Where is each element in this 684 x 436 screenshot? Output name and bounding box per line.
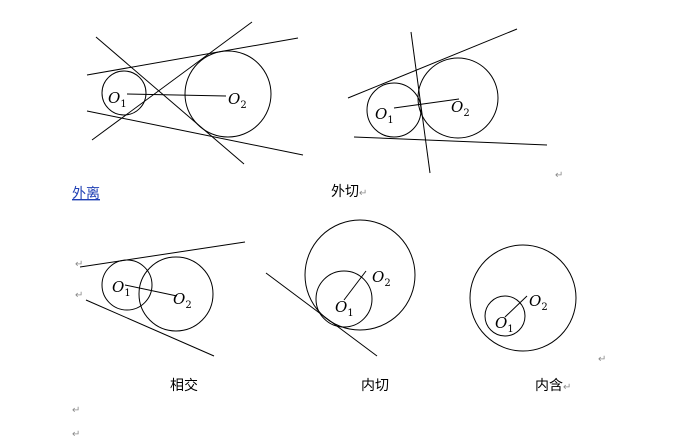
circle-o1 <box>484 295 526 337</box>
panel-intersecting: O1 O2 相交 ↵ ↵ <box>75 241 246 394</box>
center-line <box>504 295 528 318</box>
panel-contained: O1 O2 内含 ↵ ↵ <box>469 244 606 394</box>
caption-internally-tangent: 内切 <box>361 378 389 394</box>
tangent-line <box>86 37 299 76</box>
center-label-o1: O1 <box>495 314 514 335</box>
center-label-o1: O1 <box>335 298 354 319</box>
circle-o2 <box>184 50 272 138</box>
center-line <box>393 98 460 109</box>
caption-contained: 内含 <box>535 378 563 394</box>
circle-o2 <box>417 57 499 139</box>
tangent-line <box>86 110 304 156</box>
center-label-o1: O1 <box>112 278 131 299</box>
circle-o1 <box>315 270 373 328</box>
tangent-line <box>85 299 215 357</box>
caption-separated: 外离 <box>72 185 100 202</box>
paragraph-mark: ↵ <box>555 170 563 181</box>
center-label-o2: O2 <box>372 268 391 289</box>
circle-o1 <box>101 70 147 116</box>
caption-intersecting: 相交 <box>170 377 198 394</box>
circle-o2 <box>138 256 214 332</box>
paragraph-mark: ↵ <box>563 382 571 393</box>
panel-internally-tangent: O1 O2 内切 <box>265 219 416 394</box>
tangent-line <box>353 136 548 146</box>
panel-externally-tangent: O1 O2 外切 ↵ ↵ <box>331 28 563 200</box>
tangent-line <box>91 21 253 141</box>
tangent-line <box>79 241 246 268</box>
circle-o2 <box>469 244 577 352</box>
tangent-line <box>347 28 518 99</box>
circle-o1 <box>101 259 153 311</box>
center-label-o2: O2 <box>451 98 470 119</box>
tangent-line <box>95 36 245 165</box>
paragraph-mark: ↵ <box>75 259 83 270</box>
center-label-o1: O1 <box>108 89 127 110</box>
center-line <box>124 284 178 297</box>
paragraph-mark: ↵ <box>72 405 80 416</box>
paragraph-mark: ↵ <box>598 354 606 365</box>
center-label-o2: O2 <box>529 292 548 313</box>
tangent-line <box>410 31 431 174</box>
center-label-o2: O2 <box>228 90 247 111</box>
paragraph-mark: ↵ <box>359 188 367 199</box>
caption-externally-tangent: 外切 <box>331 184 359 200</box>
circle-o2 <box>304 219 416 331</box>
center-line <box>343 270 367 301</box>
paragraph-mark: ↵ <box>75 290 83 301</box>
panel-separated: O1 O2 外离 <box>72 21 304 202</box>
center-label-o2: O2 <box>173 290 192 311</box>
center-line <box>126 93 227 97</box>
circle-o1 <box>366 82 422 138</box>
center-label-o1: O1 <box>375 105 394 126</box>
paragraph-mark: ↵ <box>72 429 80 436</box>
